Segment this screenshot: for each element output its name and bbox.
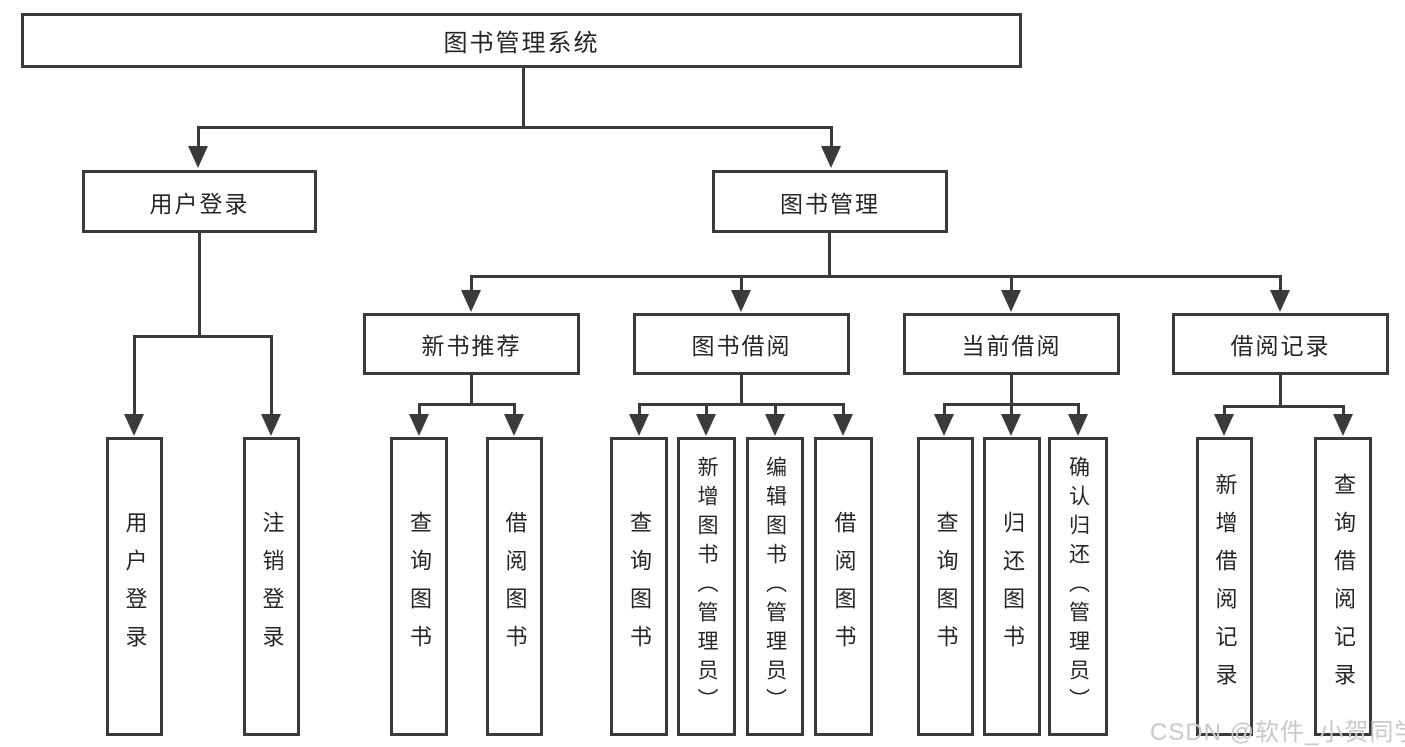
connector-line — [418, 403, 516, 406]
connector-line — [470, 275, 1281, 278]
arrow-down-icon — [934, 414, 954, 436]
leaf-user-login: 用户登录 — [106, 437, 163, 736]
connector-line — [638, 403, 641, 416]
arrow-down-icon — [1001, 414, 1021, 436]
node-book-management: 图书管理 — [712, 170, 948, 233]
node-new-book-recommend: 新书推荐 — [363, 313, 580, 375]
node-book-borrowing: 图书借阅 — [633, 313, 850, 375]
node-borrowing-records: 借阅记录 — [1172, 313, 1389, 375]
arrow-down-icon — [1001, 290, 1021, 312]
connector-line — [1279, 275, 1282, 292]
leaf-newbook-borrow-books: 借阅图书 — [486, 437, 543, 736]
connector-line — [1223, 405, 1226, 416]
leaf-logout: 注销登录 — [243, 437, 300, 736]
connector-line — [1077, 403, 1080, 416]
connector-line — [1010, 403, 1013, 416]
leaf-records-add-borrow-record: 新增借阅记录 — [1196, 437, 1253, 736]
leaf-borrow-edit-books-admin: 编辑图书（管理员） — [746, 437, 804, 736]
arrow-down-icon — [188, 146, 208, 168]
connector-line — [828, 233, 831, 277]
connector-line — [740, 375, 743, 405]
csdn-watermark: CSDN @软件_小贺同学 — [1150, 719, 1405, 746]
connector-line — [197, 126, 833, 129]
connector-line — [133, 335, 273, 338]
arrow-down-icon — [821, 146, 841, 168]
connector-line — [705, 403, 708, 416]
node-user-login: 用户登录 — [82, 170, 317, 233]
arrow-down-icon — [629, 414, 649, 436]
connector-line — [470, 375, 473, 405]
connector-line — [842, 403, 845, 416]
connector-line — [197, 126, 200, 148]
connector-line — [270, 335, 273, 418]
connector-line — [1279, 375, 1282, 407]
leaf-borrow-query-books: 查询图书 — [610, 437, 668, 736]
connector-line — [830, 126, 833, 148]
connector-line — [513, 403, 516, 416]
connector-line — [1223, 405, 1344, 408]
leaf-current-query-books: 查询图书 — [917, 437, 974, 736]
arrow-down-icon — [765, 414, 785, 436]
arrow-down-icon — [833, 414, 853, 436]
arrow-down-icon — [504, 414, 524, 436]
connector-line — [774, 403, 777, 416]
leaf-current-confirm-return-admin: 确认归还（管理员） — [1048, 437, 1108, 736]
connector-line — [943, 403, 946, 416]
arrow-down-icon — [409, 414, 429, 436]
leaf-borrow-add-books-admin: 新增图书（管理员） — [677, 437, 736, 736]
node-current-borrowing: 当前借阅 — [903, 313, 1120, 375]
connector-line — [198, 233, 201, 337]
connector-line — [418, 403, 421, 416]
arrow-down-icon — [696, 414, 716, 436]
leaf-borrow-borrow-books: 借阅图书 — [814, 437, 873, 736]
arrow-down-icon — [1270, 290, 1290, 312]
leaf-records-query-borrow-record: 查询借阅记录 — [1314, 437, 1372, 736]
connector-line — [1342, 405, 1345, 416]
arrow-down-icon — [124, 414, 144, 436]
connector-line — [522, 68, 525, 128]
connector-line — [638, 403, 845, 406]
connector-line — [470, 275, 473, 292]
arrow-down-icon — [1068, 414, 1088, 436]
connector-line — [133, 335, 136, 418]
arrow-down-icon — [731, 290, 751, 312]
connector-line — [1010, 375, 1013, 405]
connector-line — [1010, 275, 1013, 292]
leaf-current-return-books: 归还图书 — [983, 437, 1041, 736]
leaf-newbook-query-books: 查询图书 — [390, 437, 448, 736]
arrow-down-icon — [261, 414, 281, 436]
arrow-down-icon — [461, 290, 481, 312]
node-root: 图书管理系统 — [21, 13, 1022, 68]
connector-line — [740, 275, 743, 292]
arrow-down-icon — [1214, 414, 1234, 436]
arrow-down-icon — [1333, 414, 1353, 436]
